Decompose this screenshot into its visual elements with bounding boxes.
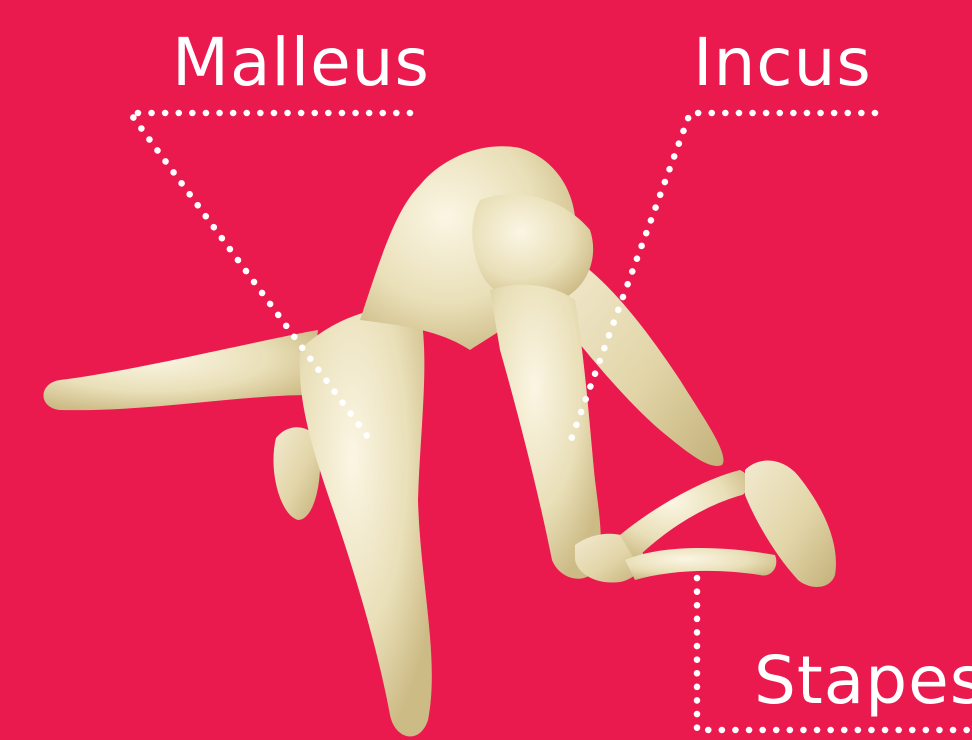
incus-label: Incus bbox=[693, 30, 872, 96]
malleus-label: Malleus bbox=[172, 30, 430, 96]
stapes-label: Stapes bbox=[754, 648, 972, 714]
